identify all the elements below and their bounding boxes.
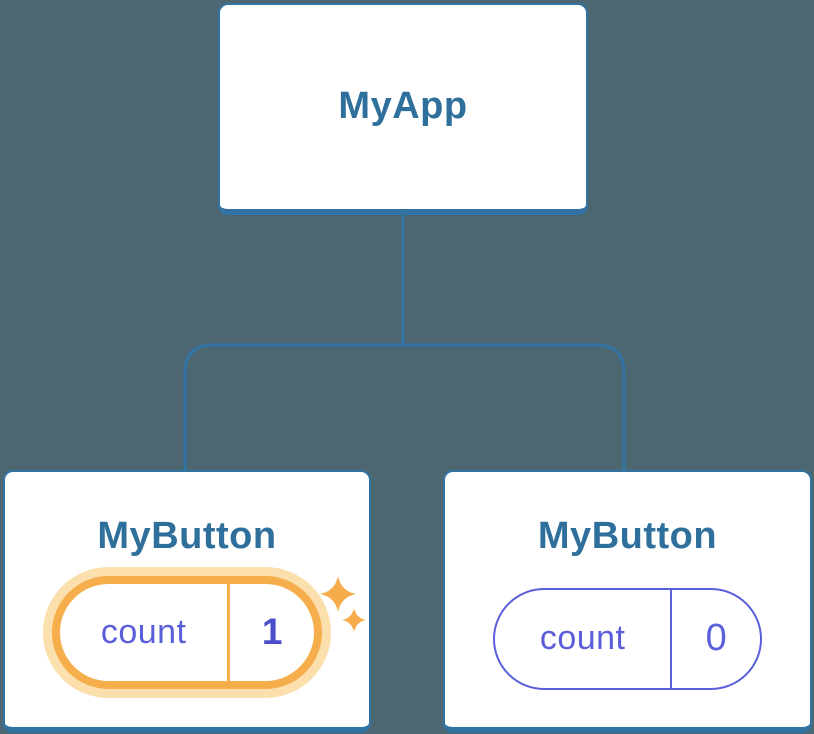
state-name-cell: count	[60, 584, 227, 681]
state-value: 1	[261, 611, 283, 653]
state-value-cell: 0	[672, 590, 760, 688]
component-label: MyApp	[338, 85, 468, 128]
component-label: MyButton	[97, 515, 277, 557]
state-name: count	[100, 612, 187, 651]
component-card-mybutton-right: MyButton count 0	[443, 470, 812, 733]
state-value-cell: 1	[230, 584, 314, 681]
component-card-mybutton-left: MyButton count 1	[3, 470, 371, 733]
state-pill-divider	[670, 589, 673, 688]
state-pill: count 0	[493, 587, 762, 690]
state-value: 0	[705, 617, 727, 660]
component-label: MyButton	[537, 515, 718, 557]
state-name-cell: count	[495, 590, 670, 688]
state-pill-divider	[227, 583, 231, 681]
component-card-myapp: MyApp	[218, 3, 588, 215]
state-pill-highlighted: count 1	[52, 575, 322, 689]
state-name: count	[539, 619, 626, 658]
